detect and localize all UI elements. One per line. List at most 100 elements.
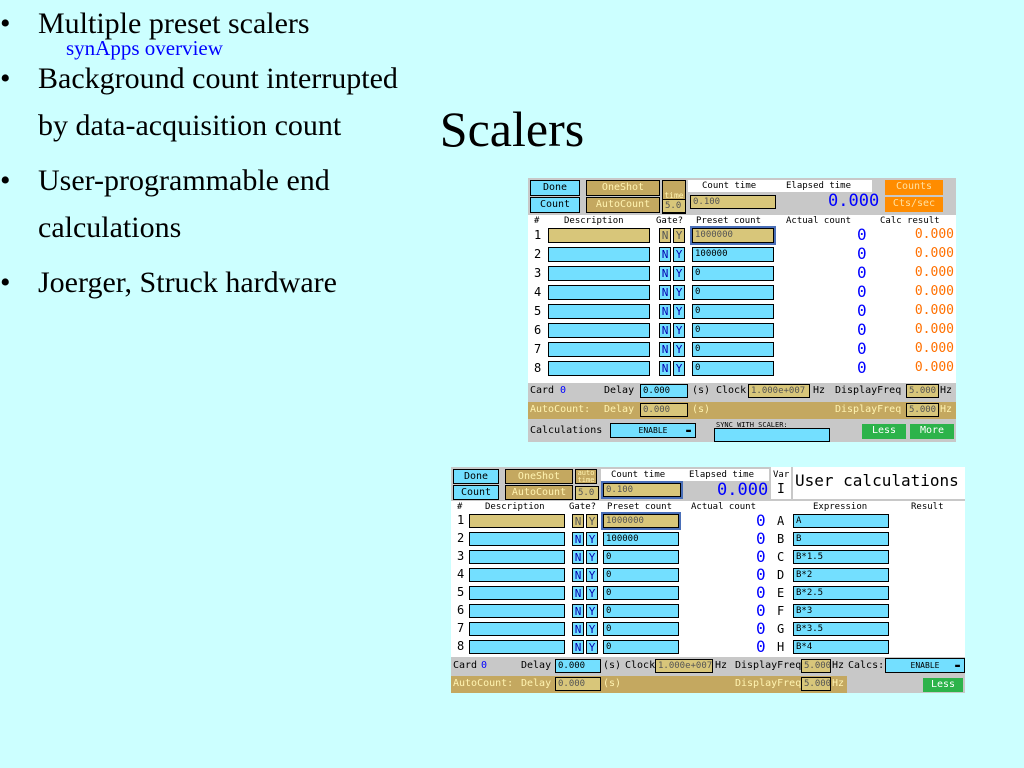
description-field[interactable]	[548, 361, 650, 376]
gate-y-toggle[interactable]: Y	[673, 228, 685, 243]
gate-y-toggle[interactable]: Y	[673, 266, 685, 281]
preset-count-field[interactable]: 100000	[692, 247, 774, 262]
gate-n-toggle[interactable]: N	[572, 514, 584, 528]
gate-n-toggle[interactable]: N	[659, 342, 671, 357]
description-field[interactable]	[548, 228, 650, 243]
less-button[interactable]: Less	[862, 424, 906, 439]
autocount-button[interactable]: AutoCount	[505, 485, 573, 500]
gate-y-toggle[interactable]: Y	[586, 586, 598, 600]
gate-n-toggle[interactable]: N	[572, 550, 584, 564]
gate-n-toggle[interactable]: N	[572, 604, 584, 618]
preset-count-field[interactable]: 1000000	[690, 226, 776, 245]
gate-n-toggle[interactable]: N	[659, 323, 671, 338]
expression-field[interactable]: B*3	[793, 604, 889, 618]
description-field[interactable]	[548, 304, 650, 319]
gate-y-toggle[interactable]: Y	[586, 622, 598, 636]
auto-delay-field[interactable]: 0.000	[555, 677, 601, 691]
preset-count-field[interactable]: 0	[692, 285, 774, 300]
preset-count-field[interactable]: 0	[603, 640, 679, 654]
displayfreq-field[interactable]: 5.000	[906, 384, 939, 398]
autocount-button[interactable]: AutoCount	[586, 197, 660, 213]
expression-field[interactable]: B	[793, 532, 889, 546]
gate-n-toggle[interactable]: N	[659, 247, 671, 262]
preset-count-field[interactable]: 0	[692, 323, 774, 338]
expression-field[interactable]: B*4	[793, 640, 889, 654]
gate-y-toggle[interactable]: Y	[586, 532, 598, 546]
preset-count-field[interactable]: 0	[603, 586, 679, 600]
gate-n-toggle[interactable]: N	[659, 228, 671, 243]
done-button[interactable]: Done	[530, 180, 580, 196]
count-time-field[interactable]: 0.100	[690, 195, 776, 209]
clock-field[interactable]: 1.000e+007	[655, 659, 713, 673]
enable-menu[interactable]: ENABLE▬	[610, 423, 696, 438]
preset-count-field[interactable]: 0	[603, 568, 679, 582]
clock-field[interactable]: 1.000e+007	[748, 384, 810, 398]
gate-n-toggle[interactable]: N	[659, 361, 671, 376]
gate-n-toggle[interactable]: N	[572, 640, 584, 654]
preset-count-field[interactable]: 0	[603, 622, 679, 636]
sync-field[interactable]	[714, 428, 830, 442]
oneshot-button[interactable]: OneShot	[586, 180, 660, 196]
preset-count-field[interactable]: 0	[603, 550, 679, 564]
done-button[interactable]: Done	[453, 469, 499, 484]
gate-y-toggle[interactable]: Y	[673, 323, 685, 338]
description-field[interactable]	[548, 266, 650, 281]
counts-button[interactable]: Counts	[885, 180, 943, 195]
gate-y-toggle[interactable]: Y	[586, 514, 598, 528]
expression-field[interactable]: A	[793, 514, 889, 528]
delay-field[interactable]: 0.000	[555, 659, 601, 673]
description-field[interactable]	[469, 514, 565, 528]
gate-n-toggle[interactable]: N	[659, 304, 671, 319]
auto-displayfreq-field[interactable]: 5.000	[801, 677, 831, 691]
description-field[interactable]	[469, 532, 565, 546]
delay-field[interactable]: 0.000	[640, 384, 688, 398]
description-field[interactable]	[469, 640, 565, 654]
gate-n-toggle[interactable]: N	[572, 622, 584, 636]
description-field[interactable]	[469, 550, 565, 564]
gate-n-toggle[interactable]: N	[572, 586, 584, 600]
gate-n-toggle[interactable]: N	[659, 266, 671, 281]
gate-y-toggle[interactable]: Y	[586, 568, 598, 582]
gate-y-toggle[interactable]: Y	[586, 604, 598, 618]
description-field[interactable]	[548, 285, 650, 300]
gate-n-toggle[interactable]: N	[572, 568, 584, 582]
preset-count-field[interactable]: 0	[692, 304, 774, 319]
gate-y-toggle[interactable]: Y	[673, 247, 685, 262]
preset-count-field[interactable]: 0	[692, 266, 774, 281]
count-button[interactable]: Count	[530, 197, 580, 213]
autocount-field[interactable]: 5.0	[575, 486, 599, 500]
gate-y-toggle[interactable]: Y	[673, 304, 685, 319]
enable-menu[interactable]: ENABLE▬	[885, 658, 965, 673]
cts-sec-button[interactable]: Cts/sec	[885, 197, 943, 212]
preset-count-field[interactable]: 0	[603, 604, 679, 618]
description-field[interactable]	[469, 604, 565, 618]
description-field[interactable]	[548, 247, 650, 262]
oneshot-button[interactable]: OneShot	[505, 469, 573, 484]
description-field[interactable]	[548, 323, 650, 338]
preset-count-field[interactable]: 1000000	[601, 512, 681, 530]
description-field[interactable]	[469, 568, 565, 582]
preset-count-field[interactable]: 0	[692, 361, 774, 376]
description-field[interactable]	[469, 622, 565, 636]
gate-y-toggle[interactable]: Y	[586, 550, 598, 564]
count-time-field[interactable]: 0.100	[601, 481, 683, 499]
expression-field[interactable]: B*1.5	[793, 550, 889, 564]
preset-count-field[interactable]: 0	[692, 342, 774, 357]
auto-displayfreq-field[interactable]: 5.000	[906, 403, 939, 417]
gate-n-toggle[interactable]: N	[659, 285, 671, 300]
expression-field[interactable]: B*2	[793, 568, 889, 582]
gate-n-toggle[interactable]: N	[572, 532, 584, 546]
gate-y-toggle[interactable]: Y	[673, 285, 685, 300]
more-button[interactable]: More	[910, 424, 954, 439]
gate-y-toggle[interactable]: Y	[673, 361, 685, 376]
gate-y-toggle[interactable]: Y	[586, 640, 598, 654]
count-button[interactable]: Count	[453, 485, 499, 500]
auto-delay-field[interactable]: 0.000	[640, 403, 688, 417]
less-button[interactable]: Less	[923, 678, 963, 692]
expression-field[interactable]: B*3.5	[793, 622, 889, 636]
autocount-field[interactable]: 5.0	[662, 199, 686, 213]
expression-field[interactable]: B*2.5	[793, 586, 889, 600]
description-field[interactable]	[548, 342, 650, 357]
description-field[interactable]	[469, 586, 565, 600]
